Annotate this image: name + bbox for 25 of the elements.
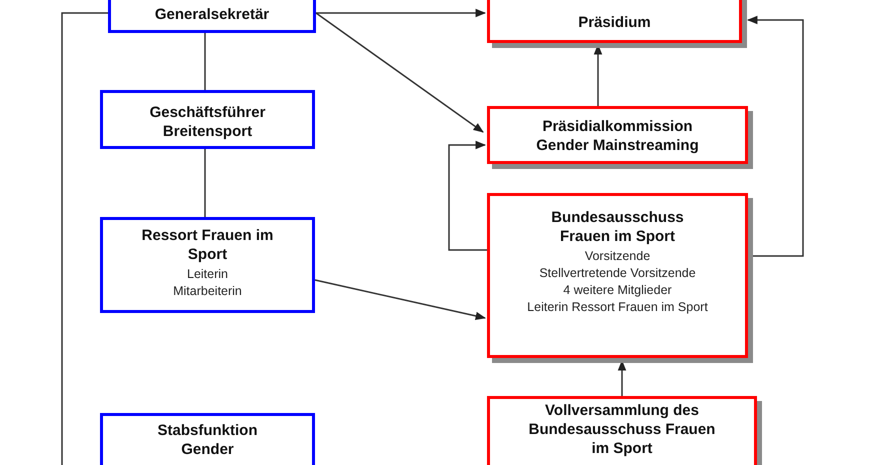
connector-line bbox=[204, 33, 206, 90]
connector-line bbox=[746, 16, 804, 257]
member-role: 4 weitere Mitglieder bbox=[563, 282, 672, 299]
connector-line bbox=[316, 8, 486, 18]
org-box bbox=[100, 413, 315, 465]
unit-title: Geschäftsführer Breitensport bbox=[148, 103, 266, 141]
member-role: Mitarbeiterin bbox=[173, 283, 242, 300]
unit-title: Generalsekretär bbox=[154, 5, 270, 24]
connector-line bbox=[448, 140, 487, 251]
member-role: Vorsitzende bbox=[584, 248, 650, 265]
connector-line bbox=[314, 279, 486, 320]
member-role: Leiterin bbox=[187, 266, 228, 283]
unit-title: Bundesausschuss Frauen im Sport bbox=[550, 208, 685, 246]
unit-title: Stabsfunktion Gender bbox=[156, 421, 258, 459]
connector-line bbox=[316, 12, 484, 133]
unit-title: Ressort Frauen im Sport bbox=[140, 226, 274, 264]
org-box bbox=[100, 217, 315, 313]
member-role: Stellvertretende Vorsitzende bbox=[539, 265, 696, 282]
org-box bbox=[100, 90, 315, 149]
unit-title: Präsidium bbox=[578, 13, 651, 32]
connector-line bbox=[61, 12, 108, 465]
unit-title: Vollversammlung des Bundesausschuss Frauen im Sport bbox=[528, 401, 716, 458]
member-role: Leiterin Ressort Frauen im Sport bbox=[527, 299, 708, 316]
connector-line bbox=[204, 149, 206, 217]
unit-title: Präsidialkommission Gender Mainstreaming bbox=[535, 117, 700, 155]
